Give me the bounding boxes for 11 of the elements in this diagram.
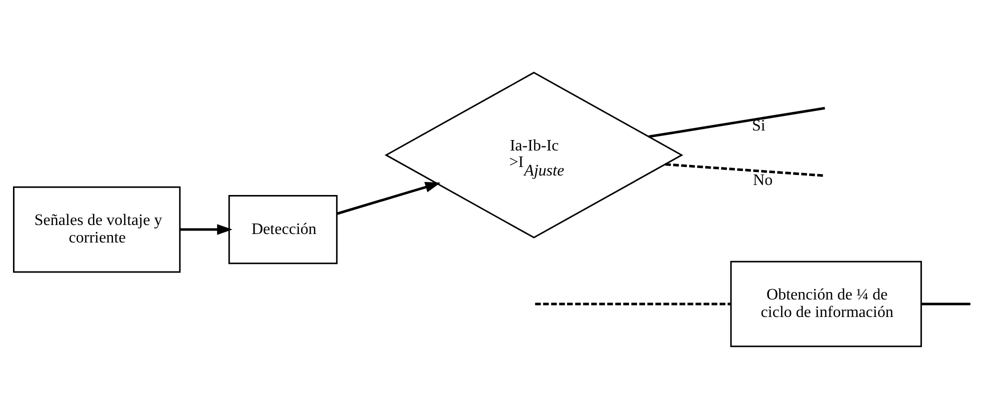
node-box: Detección	[228, 195, 338, 264]
node-box: Señales de voltaje y corriente	[13, 186, 181, 273]
node-box: Obtención de ¼ de ciclo de información	[730, 260, 922, 348]
arrow	[336, 182, 441, 215]
connector	[648, 106, 826, 138]
edge-label: No	[753, 172, 773, 189]
edge-label: Si	[752, 118, 766, 135]
connector	[665, 163, 825, 177]
connector	[922, 302, 970, 306]
arrow	[180, 224, 232, 235]
connector	[535, 302, 731, 306]
